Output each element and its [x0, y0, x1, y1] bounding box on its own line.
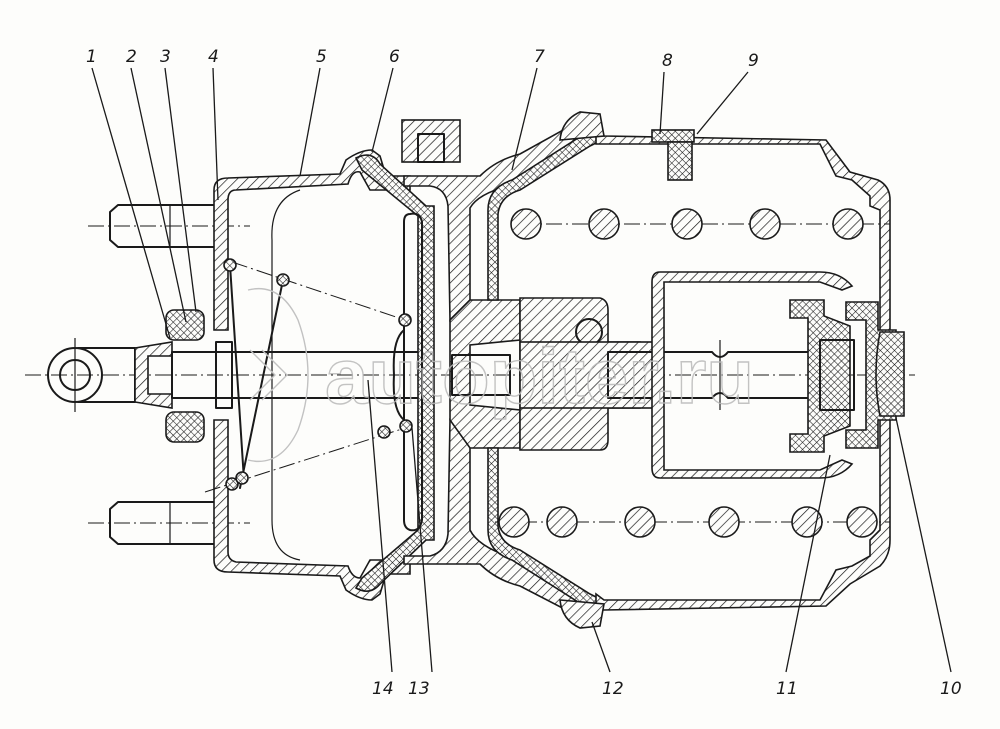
power-spring-coils — [495, 208, 890, 538]
breather-plug — [651, 129, 695, 181]
watermark-arrow-icon — [249, 349, 288, 401]
callout-4: 4 — [208, 47, 219, 67]
callout-8: 8 — [662, 51, 673, 71]
watermark-text: autopiter.ru — [325, 332, 754, 420]
callout-11: 11 — [776, 679, 798, 699]
callout-10: 10 — [940, 679, 962, 699]
callout-13: 13 — [408, 679, 430, 699]
callout-1: 1 — [86, 47, 97, 67]
callout-12: 12 — [602, 679, 624, 699]
clevis-fork — [47, 338, 173, 412]
return-spring-small — [165, 309, 205, 443]
callout-3: 3 — [160, 47, 171, 67]
pressure-plate — [392, 212, 423, 532]
callout-labels: 1 2 3 4 5 6 7 8 9 10 11 12 13 14 — [86, 47, 962, 699]
clamp-ring — [559, 111, 605, 629]
callout-9: 9 — [748, 51, 759, 71]
callout-6: 6 — [389, 47, 400, 67]
callout-2: 2 — [126, 47, 137, 67]
watermark: autopiter.ru — [247, 288, 755, 462]
service-diaphragm — [354, 154, 435, 592]
release-housing-cup — [651, 271, 854, 479]
callout-5: 5 — [316, 47, 327, 67]
callout-7: 7 — [534, 47, 545, 67]
watermark-logo-icon — [247, 288, 309, 462]
intermediate-flange — [401, 119, 598, 615]
leader-lines — [91, 67, 952, 673]
service-chamber-housing — [213, 149, 411, 601]
callout-14: 14 — [372, 679, 394, 699]
linkage-rods — [204, 258, 413, 493]
end-cap — [875, 331, 905, 417]
